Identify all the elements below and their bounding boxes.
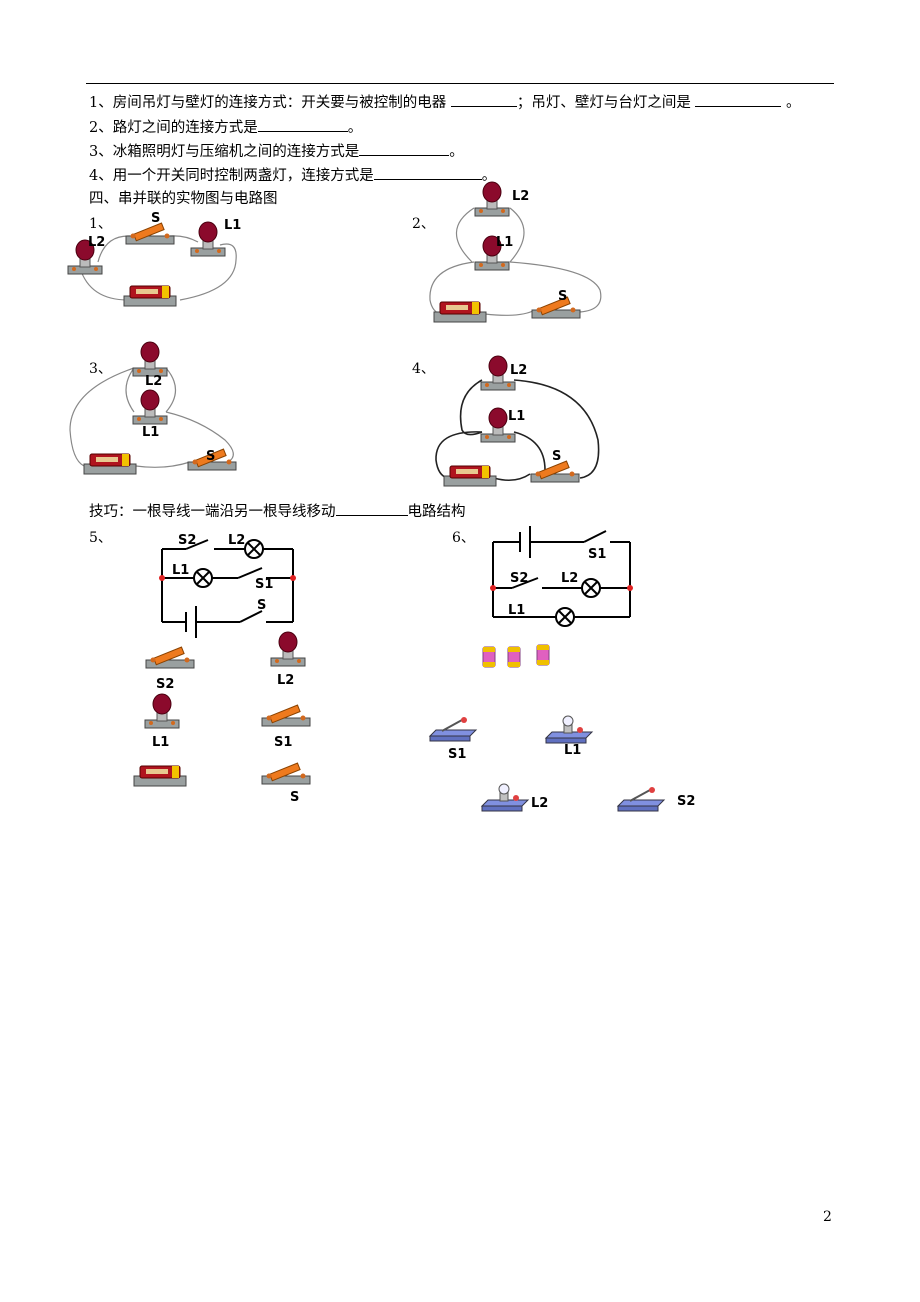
- label-l2: L2: [512, 189, 529, 204]
- object-label-s2: S2: [677, 794, 695, 809]
- label-s2: S2: [178, 533, 196, 548]
- question-1: 1、房间吊灯与壁灯的连接方式：开关要与被控制的电器 ；吊灯、壁灯与台灯之间是 。: [89, 92, 801, 113]
- lamp-icon: [555, 607, 575, 627]
- battery-icon: [443, 465, 497, 487]
- figure-5-number: 5、: [89, 530, 112, 546]
- tip-line: 技巧：一根导线一端沿另一根导线移动电路结构: [89, 501, 466, 522]
- figure-2: L2 L1 S: [429, 181, 602, 323]
- label-s: S: [151, 211, 160, 226]
- lamp-icon: [581, 578, 601, 598]
- object-label-s1: S1: [274, 735, 292, 750]
- switch-icon: [125, 222, 175, 245]
- label-l1: L1: [172, 563, 189, 578]
- figure-5-circuit: [161, 539, 294, 638]
- blank-tip[interactable]: [335, 501, 408, 516]
- switch-icon: [261, 704, 311, 727]
- battery-cell-icon: [507, 646, 521, 668]
- object-label-l2: L2: [531, 796, 548, 811]
- blank-2[interactable]: [257, 117, 348, 132]
- battery-icon: [123, 285, 177, 307]
- question-2: 2、路灯之间的连接方式是。: [89, 117, 362, 138]
- figure-4: L2 L1 S: [435, 355, 600, 487]
- object-label-l1: L1: [564, 743, 581, 758]
- label-l2: L2: [88, 235, 105, 250]
- blank-1a[interactable]: [450, 92, 517, 107]
- blank-1b[interactable]: [695, 92, 782, 107]
- bulb-icon: [474, 181, 510, 217]
- switch-icon: [531, 296, 581, 319]
- figure-3: L2 L1 S: [69, 341, 237, 475]
- switch-icon: [145, 646, 195, 669]
- object-label-s: S: [290, 790, 299, 805]
- lamp-icon: [244, 539, 264, 559]
- label-l2: L2: [228, 533, 245, 548]
- label-l2: L2: [145, 374, 162, 389]
- switch-icon: [617, 786, 665, 812]
- object-label-s2: S2: [156, 677, 174, 692]
- bulb-icon: [132, 341, 168, 377]
- bulb-icon: [545, 715, 593, 744]
- bulb-icon: [190, 221, 226, 257]
- figure-1-number: 1、: [89, 216, 112, 232]
- figure-3-number: 3、: [89, 361, 112, 377]
- section-title: 四、串并联的实物图与电路图: [89, 191, 278, 207]
- label-l1: L1: [508, 603, 525, 618]
- battery-icon: [433, 301, 487, 323]
- label-l2: L2: [561, 571, 578, 586]
- label-l1: L1: [496, 235, 513, 250]
- figure-6-number: 6、: [452, 530, 475, 546]
- lamp-icon: [193, 568, 213, 588]
- header-rule: [86, 83, 834, 84]
- figure-4-number: 4、: [412, 361, 435, 377]
- battery-cell-icon: [536, 644, 550, 666]
- switch-icon: [261, 762, 311, 785]
- junction-dot: [290, 575, 296, 581]
- bulb-icon: [144, 693, 180, 729]
- blank-4[interactable]: [373, 165, 482, 180]
- junction-dot: [627, 585, 633, 591]
- object-label-s1: S1: [448, 747, 466, 762]
- battery-cell-icon: [482, 646, 496, 668]
- label-s2: S2: [510, 571, 528, 586]
- object-label-l1: L1: [152, 735, 169, 750]
- junction-dot: [490, 585, 496, 591]
- figure-1: S L1 L2: [67, 211, 241, 307]
- battery-icon: [83, 453, 137, 475]
- label-s: S: [552, 449, 561, 464]
- label-l1: L1: [224, 218, 241, 233]
- bulb-icon: [481, 783, 529, 812]
- switch-icon: [530, 460, 580, 483]
- figure-6-circuit: [492, 526, 631, 618]
- battery-icon: [133, 765, 187, 787]
- blank-3[interactable]: [359, 141, 450, 156]
- question-3: 3、冰箱照明灯与压缩机之间的连接方式是。: [89, 141, 464, 162]
- label-l2: L2: [510, 363, 527, 378]
- bulb-icon: [270, 631, 306, 667]
- junction-dot: [159, 575, 165, 581]
- object-label-l2: L2: [277, 673, 294, 688]
- page-number: 2: [823, 1209, 832, 1225]
- label-s1: S1: [255, 577, 273, 592]
- switch-icon: [429, 716, 477, 742]
- label-l1: L1: [142, 425, 159, 440]
- figure-2-number: 2、: [412, 216, 435, 232]
- label-s: S: [257, 598, 266, 613]
- question-4: 4、用一个开关同时控制两盏灯，连接方式是。: [89, 165, 496, 186]
- label-s: S: [206, 449, 215, 464]
- label-s: S: [558, 289, 567, 304]
- bulb-icon: [132, 389, 168, 425]
- label-s1: S1: [588, 547, 606, 562]
- label-l1: L1: [508, 409, 525, 424]
